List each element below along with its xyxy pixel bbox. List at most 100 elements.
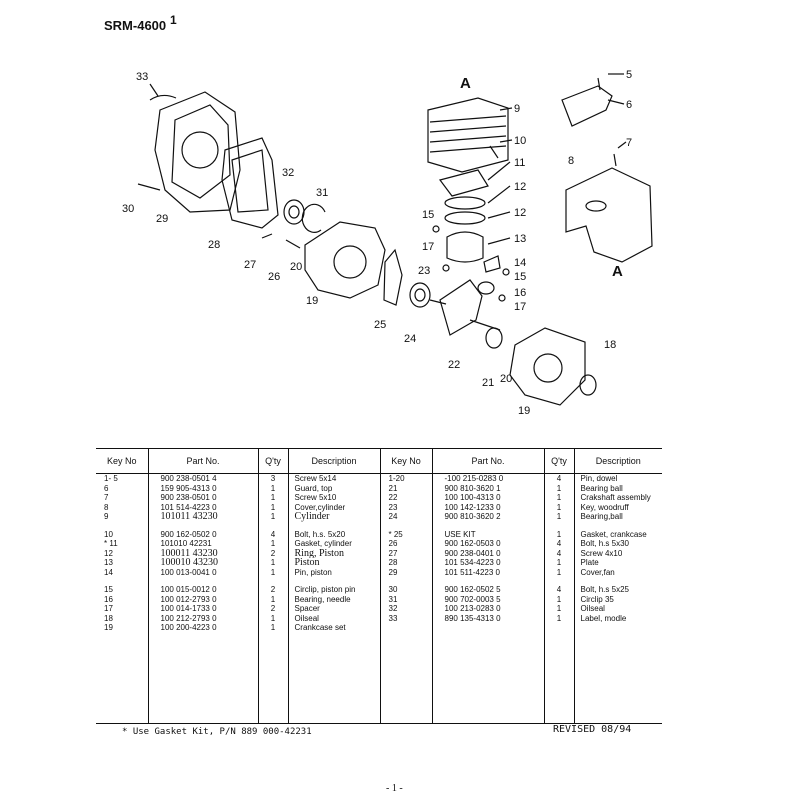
right-part-no-cell: 100 142-1233 0 xyxy=(431,502,544,512)
circlip-15 xyxy=(502,268,510,276)
piston xyxy=(446,231,484,263)
left-description-cell: Pin, piston xyxy=(287,567,380,577)
left-key-no-cell: 10 xyxy=(104,529,113,539)
right-part-no-cell: 900 238-0401 0 xyxy=(431,548,544,558)
spacer-cell xyxy=(379,577,432,585)
spacer-cell xyxy=(96,522,148,530)
spacer-cell xyxy=(257,577,288,585)
crankshaft xyxy=(439,279,483,336)
cylinder xyxy=(427,97,509,173)
filler-cell xyxy=(96,716,148,724)
left-part-no-cell: 900 238-0501 0 xyxy=(147,493,258,503)
filler-cell xyxy=(379,716,432,724)
table-filler-row xyxy=(96,716,662,724)
right-qty-cell: 1 xyxy=(543,594,574,604)
left-part-no-cell: 100 012-2793 0 xyxy=(147,594,258,604)
right-part-no-cell: 100 100-4313 0 xyxy=(431,493,544,503)
header-qty-right: Q'ty xyxy=(543,448,574,474)
left-description-cell: Bearing, needle xyxy=(287,594,380,604)
left-description-cell: Cylinder xyxy=(287,512,380,522)
left-description-cell: Spacer xyxy=(287,604,380,614)
right-key-no-cell: 22 xyxy=(379,493,432,503)
cylinder-cover-hole xyxy=(585,200,607,212)
right-part-no-cell: 900 162-0502 5 xyxy=(431,585,544,595)
left-part-no-cell: 101010 42231 xyxy=(147,539,258,549)
right-qty-cell: 1 xyxy=(543,604,574,614)
right-qty-cell: 4 xyxy=(543,473,574,484)
right-key-no-cell: 33 xyxy=(379,613,432,623)
right-description-cell: Bearing ball xyxy=(573,483,662,493)
label-part xyxy=(149,94,177,101)
left-qty-cell: 1 xyxy=(257,558,288,568)
callout-28: 28 xyxy=(208,239,220,251)
left-key-no-cell: 12 xyxy=(104,548,113,558)
parts-table: Key No Part No. Q'ty Description Key No … xyxy=(96,448,662,724)
left-key-no-cell: 17 xyxy=(104,604,113,613)
spacer-17 xyxy=(498,294,506,302)
right-qty-cell: 1 xyxy=(543,483,574,493)
bearing-21 xyxy=(485,327,503,349)
callout-6: 6 xyxy=(626,99,632,111)
cylinder-gasket xyxy=(438,169,489,197)
spacer-cell xyxy=(543,521,574,530)
spacer-cell xyxy=(287,577,380,585)
oilseal-18 xyxy=(579,374,597,396)
left-part-no-cell: 101011 43230 xyxy=(147,512,258,522)
left-qty-cell: 2 xyxy=(257,604,288,614)
bearing-24 xyxy=(409,282,431,308)
right-key-no-cell: 24 xyxy=(379,512,432,522)
left-part-no-cell: 101 514-4223 0 xyxy=(147,502,258,512)
gasket-kit-footnote: * Use Gasket Kit, P/N 889 000-42231 xyxy=(122,727,312,737)
header-description: Description xyxy=(287,448,380,474)
callout-23: 23 xyxy=(418,265,430,277)
right-description-cell: Circlip 35 xyxy=(573,594,662,604)
piston-ring-2 xyxy=(444,211,486,225)
cylinder-cover xyxy=(565,167,653,263)
left-qty-cell: 1 xyxy=(257,483,288,493)
spacer-cell xyxy=(96,577,148,585)
right-part-no-cell: 890 135-4313 0 xyxy=(431,613,544,623)
right-part-no-cell: 900 702-0003 5 xyxy=(431,594,544,604)
right-description-cell: Cover,fan xyxy=(573,567,662,577)
callout-17-b: 17 xyxy=(514,301,526,313)
right-key-no-cell xyxy=(379,623,432,633)
right-part-no-cell xyxy=(431,623,544,633)
right-qty-cell: 1 xyxy=(543,558,574,568)
right-description-cell xyxy=(573,623,662,633)
header-part-no: Part No. xyxy=(147,448,258,474)
right-part-no-cell: 900 810-3620 1 xyxy=(431,483,544,493)
callout-20: 20 xyxy=(290,261,302,273)
screw-5 xyxy=(597,77,601,91)
right-description-cell: Screw 4x10 xyxy=(573,548,662,558)
right-part-no-cell: 101 511-4223 0 xyxy=(431,567,544,577)
right-key-no-cell: * 25 xyxy=(379,529,432,539)
callout-31: 31 xyxy=(316,187,328,199)
filler-cell xyxy=(379,632,432,717)
piston-ring-1 xyxy=(444,196,486,210)
left-key-no-cell: 16 xyxy=(104,594,113,604)
left-key-no-cell: 7 xyxy=(104,493,109,502)
bolt-30 xyxy=(137,183,161,191)
left-key-no-cell: 14 xyxy=(104,567,113,577)
callout-13: 13 xyxy=(514,233,526,245)
right-key-no-cell: 28 xyxy=(379,558,432,568)
callout-19-b: 19 xyxy=(518,405,530,417)
left-description-cell: Circlip, piston pin xyxy=(287,585,380,595)
left-key-no-cell: * 11 xyxy=(104,539,118,548)
plate-inner xyxy=(231,149,269,213)
callout-15-b: 15 xyxy=(514,271,526,283)
left-part-no-cell: 100 200-4223 0 xyxy=(147,623,258,633)
left-part-no-cell: 100 014-1733 0 xyxy=(147,604,258,614)
right-qty-cell: 1 xyxy=(543,493,574,503)
right-description-cell: Bolt, h.s 5x30 xyxy=(573,539,662,549)
left-qty-cell: 1 xyxy=(257,613,288,623)
